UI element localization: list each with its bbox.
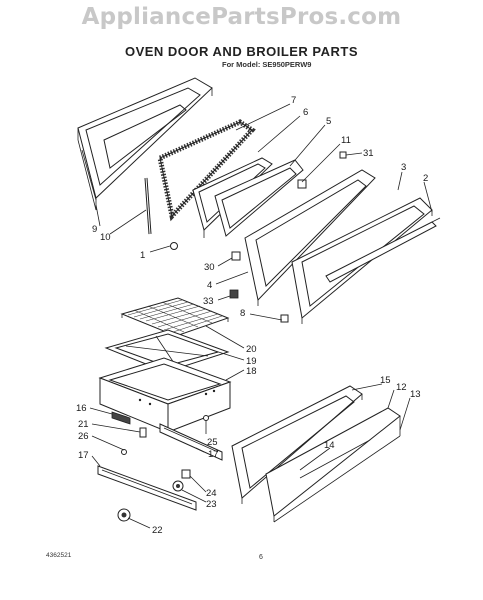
callout-26: 26: [78, 431, 89, 442]
drawer-rail-upper: [159, 423, 223, 461]
callout-30: 30: [204, 262, 215, 273]
part-21-bracket: [139, 427, 147, 438]
watermark: AppliancePartsPros.com: [81, 4, 402, 30]
callout-7: 7: [291, 95, 296, 106]
part-33-clip: [229, 289, 239, 299]
diagram-title: OVEN DOOR AND BROILER PARTS: [124, 44, 359, 59]
callout-9: 9: [92, 224, 97, 235]
callout-3: 3: [401, 162, 406, 173]
part-8-bracket: [280, 314, 289, 323]
callout-2: 2: [423, 173, 428, 184]
part-22-roller: [117, 508, 131, 522]
part-26-screw: [121, 449, 127, 455]
model-subtitle: For Model: SE950PERW9: [222, 60, 312, 69]
part-30-clip: [231, 251, 241, 261]
callout-19: 19: [246, 356, 257, 367]
callout-15: 15: [380, 375, 391, 386]
part-11-bracket: [297, 179, 307, 189]
callout-24: 24: [206, 488, 217, 499]
part-25-screw: [203, 415, 209, 421]
callout-11: 11: [341, 135, 351, 146]
part-31-screw: [339, 151, 347, 159]
callout-8: 8: [240, 308, 245, 319]
document-code: 4362521: [46, 552, 72, 559]
outer-door-panel: [77, 77, 213, 211]
callout-17-lower: 17: [78, 450, 89, 461]
broiler-drawer-front: [231, 385, 363, 504]
broiler-drawer-body: [98, 357, 232, 433]
drawer-rail-lower: [97, 465, 197, 511]
door-liner-panel: [244, 169, 376, 306]
callout-16: 16: [76, 403, 87, 414]
part-23-roller: [172, 480, 184, 492]
callout-14: 14: [324, 440, 335, 451]
callout-25: 25: [207, 437, 218, 448]
page-number: 6: [259, 554, 263, 561]
callout-6: 6: [303, 107, 308, 118]
broiler-grid: [120, 297, 230, 340]
hinge-rod: [144, 177, 152, 235]
callout-1: 1: [140, 250, 145, 261]
door-gasket: [157, 119, 256, 222]
callout-33: 33: [203, 296, 214, 307]
callout-13: 13: [410, 389, 421, 400]
callout-4: 4: [207, 280, 212, 291]
part-1-screw: [170, 242, 178, 250]
callout-17-upper: 17: [208, 449, 219, 460]
callout-31: 31: [363, 148, 374, 159]
leader-lines: [89, 103, 433, 529]
door-handle: [325, 217, 441, 283]
part-16-clip: [111, 411, 131, 425]
callout-5: 5: [326, 116, 331, 127]
callout-21: 21: [78, 419, 89, 430]
callout-labels: 7 6 5 11 31 3 2 9 10 1 30 4 33 8 20 19 1…: [76, 95, 428, 536]
callout-12: 12: [396, 382, 407, 393]
callout-22: 22: [152, 525, 163, 536]
callout-20: 20: [246, 344, 257, 355]
oven-window-glass: [214, 159, 304, 237]
drawer-outer-front: [265, 407, 401, 523]
callout-23: 23: [206, 499, 217, 510]
callout-10: 10: [100, 232, 111, 243]
part-24-glide: [181, 469, 191, 479]
callout-18: 18: [246, 366, 257, 377]
